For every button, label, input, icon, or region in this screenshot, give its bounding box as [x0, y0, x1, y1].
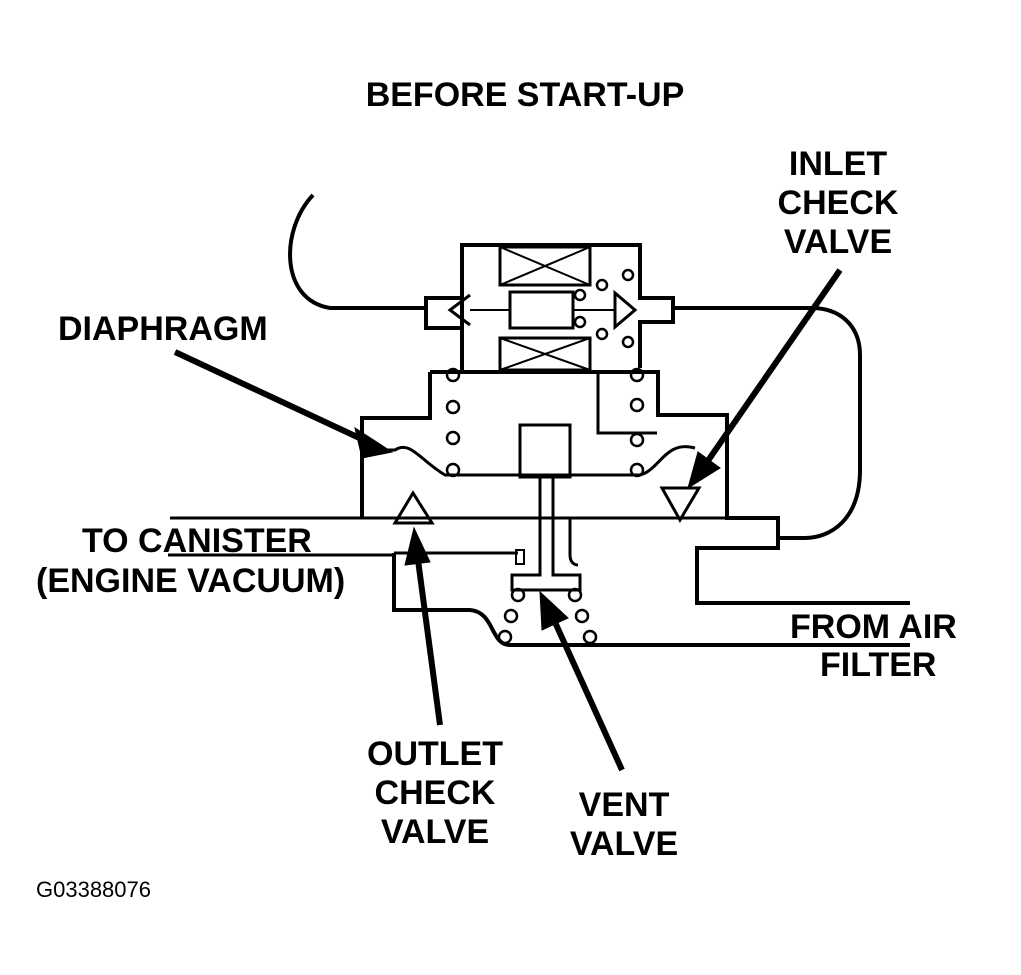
diaphragm-arrow — [173, 349, 370, 445]
inlet-check-valve-label-1: INLET — [789, 145, 887, 183]
vent-valve-arrow — [551, 618, 625, 772]
outlet-valve-arrow — [415, 559, 443, 726]
left-port — [424, 296, 464, 330]
vent-valve-arrowhead — [539, 590, 569, 631]
inner-right-block — [596, 372, 657, 435]
inlet-valve-arrowhead — [687, 451, 721, 490]
diaphragm-label: DIAPHRAGM — [58, 310, 268, 348]
right-hose — [673, 306, 862, 540]
inlet-check-valve-label-2: CHECK — [778, 184, 899, 222]
diaphragm-arrowhead — [354, 426, 394, 459]
plunger-block — [518, 423, 572, 479]
solenoid-housing — [460, 243, 675, 368]
left-hose — [288, 193, 428, 310]
upper-coil — [498, 245, 592, 287]
lower-coil-cross — [499, 337, 591, 371]
inlet-check-valve-triangle — [659, 486, 702, 523]
diagram-title: BEFORE START-UP — [366, 76, 685, 114]
lower-body-outline — [392, 553, 910, 647]
outlet-check-valve-label-3: VALVE — [381, 813, 489, 851]
left-valve-triangle — [447, 293, 471, 327]
body-right-outline — [430, 370, 910, 605]
inlet-valve-arrow — [702, 268, 843, 467]
pointer-arrows — [173, 268, 843, 772]
outlet-check-valve-triangle — [392, 490, 435, 525]
outlet-valve-arrowhead — [404, 526, 431, 566]
from-air-label: FROM AIR — [790, 608, 957, 646]
figure-code: G03388076 — [36, 877, 151, 902]
small-stop — [515, 549, 525, 565]
lower-coil — [498, 336, 592, 372]
diaphragm-membrane — [368, 445, 696, 477]
filter-label: FILTER — [820, 646, 936, 684]
vent-valve-label-2: VALVE — [570, 825, 678, 863]
stem-guide — [568, 518, 579, 567]
vent-valve-label-1: VENT — [579, 786, 670, 824]
outlet-check-valve-label-1: OUTLET — [367, 735, 503, 773]
to-canister-label: TO CANISTER — [82, 522, 312, 560]
right-valve-triangle — [613, 289, 638, 331]
engine-vacuum-label: (ENGINE VACUUM) — [36, 562, 345, 600]
outlet-check-valve-label-2: CHECK — [375, 774, 496, 812]
armature — [508, 290, 575, 330]
inlet-check-valve-label-3: VALVE — [784, 223, 892, 261]
body-left-outline — [360, 372, 432, 518]
vent-valve-stem — [510, 477, 582, 592]
upper-coil-cross — [499, 246, 591, 286]
